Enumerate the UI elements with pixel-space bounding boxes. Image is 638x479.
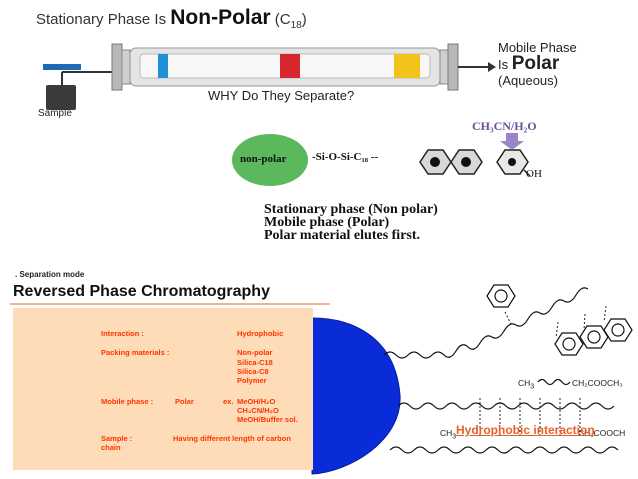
desc-line1: Stationary phase (Non polar) (264, 202, 438, 217)
row-mobile-polar: Polar (175, 397, 194, 406)
title-sub: 18 (290, 20, 302, 31)
mobile-line2-bold: Polar (511, 53, 560, 74)
row-interaction-key: Interaction : (101, 329, 144, 338)
row-sample-key-2: chain (101, 443, 121, 452)
title-close: ) (301, 11, 307, 28)
row-packing-key: Packing materials : (101, 348, 170, 357)
sample-vial (46, 85, 76, 110)
benzene-rings (486, 284, 633, 356)
row-packing-value: Non-polar (237, 348, 273, 357)
section-label: . Separation mode (15, 270, 85, 279)
stationary-particle (311, 317, 401, 475)
desc-line2: Mobile phase (Polar) (264, 215, 390, 230)
chem1-left: CH (518, 378, 531, 388)
phase-description: Stationary phase (Non polar) Mobile phas… (264, 202, 438, 243)
outlet-arrowhead (488, 62, 496, 72)
solvent-label: CH₃CN/H₂O (472, 119, 537, 133)
title-bold: Non-Polar (170, 6, 271, 29)
band-yellow (394, 54, 420, 78)
row-mobile-ex: ex. (223, 397, 234, 406)
row-interaction-value: Hydrophobic (237, 329, 284, 338)
mobile-line1: Mobile Phase (498, 40, 577, 55)
chem2-sub: 3 (452, 432, 457, 441)
nonpolar-label: non-polar (240, 153, 287, 165)
column-left-end (111, 43, 123, 91)
hydroxyl-label: OH (526, 168, 542, 180)
column-left-fitting (121, 49, 131, 85)
title-suffix: (C (270, 11, 291, 28)
silane-chain-label: -Si-O-Si-C₁₈ -- (312, 151, 379, 163)
mobile-line3: (Aqueous) (498, 73, 558, 88)
hydrophobic-interaction-label: Hydrophobic interaction (456, 423, 595, 437)
ester-label-2: CH3 (440, 428, 456, 441)
band-red (280, 54, 300, 78)
interaction-arrows (479, 305, 607, 438)
rpc-title: Reversed Phase Chromatography (13, 283, 270, 300)
ester-label-1-right: CH₂COOCH₃ (572, 378, 623, 388)
benzene-pair (419, 149, 483, 175)
ester-label-1: CH3 (518, 378, 534, 391)
sample-label: Sample (38, 108, 72, 119)
row-sample-value: Having different length of carbon (173, 434, 291, 443)
row-mobile-key: Mobile phase : (101, 397, 154, 406)
desc-line3: Polar material elutes first. (264, 228, 421, 243)
row-packing-value-3: Silica-C8 (237, 367, 269, 376)
column-right-end (447, 43, 459, 91)
row-mobile-value-3: MeOH/Buffer sol. (237, 415, 298, 424)
info-panel: Interaction : Hydrophobic Packing materi… (13, 308, 313, 470)
stationary-phase-title: Stationary Phase Is Non-Polar (C18) (36, 6, 307, 31)
mobile-line2-prefix: Is (498, 57, 512, 72)
row-packing-value-4: Polymer (237, 376, 267, 385)
row-mobile-value: MeOH/H₂O (237, 397, 276, 406)
question-label: WHY Do They Separate? (208, 88, 355, 103)
chem2-left: CH (440, 428, 453, 438)
column-right-fitting (439, 49, 449, 85)
nonpolar-circle (232, 134, 308, 186)
solvent-arrow (500, 133, 524, 150)
alkyl-chains (383, 287, 619, 454)
title-prefix: Stationary Phase Is (36, 11, 171, 28)
ester-label-2-right: CH₂COOCH (578, 428, 626, 438)
sample-cap (43, 64, 81, 70)
phenol-ring (496, 149, 531, 177)
chem1-sub: 3 (530, 382, 535, 391)
row-packing-value-2: Silica-C18 (237, 358, 273, 367)
row-mobile-value-2: CH₃CN/H₂O (237, 406, 279, 415)
row-sample-key: Sample : (101, 434, 133, 443)
mobile-phase-label: Mobile Phase Is Polar (Aqueous) (498, 40, 577, 89)
band-blue (158, 54, 168, 78)
